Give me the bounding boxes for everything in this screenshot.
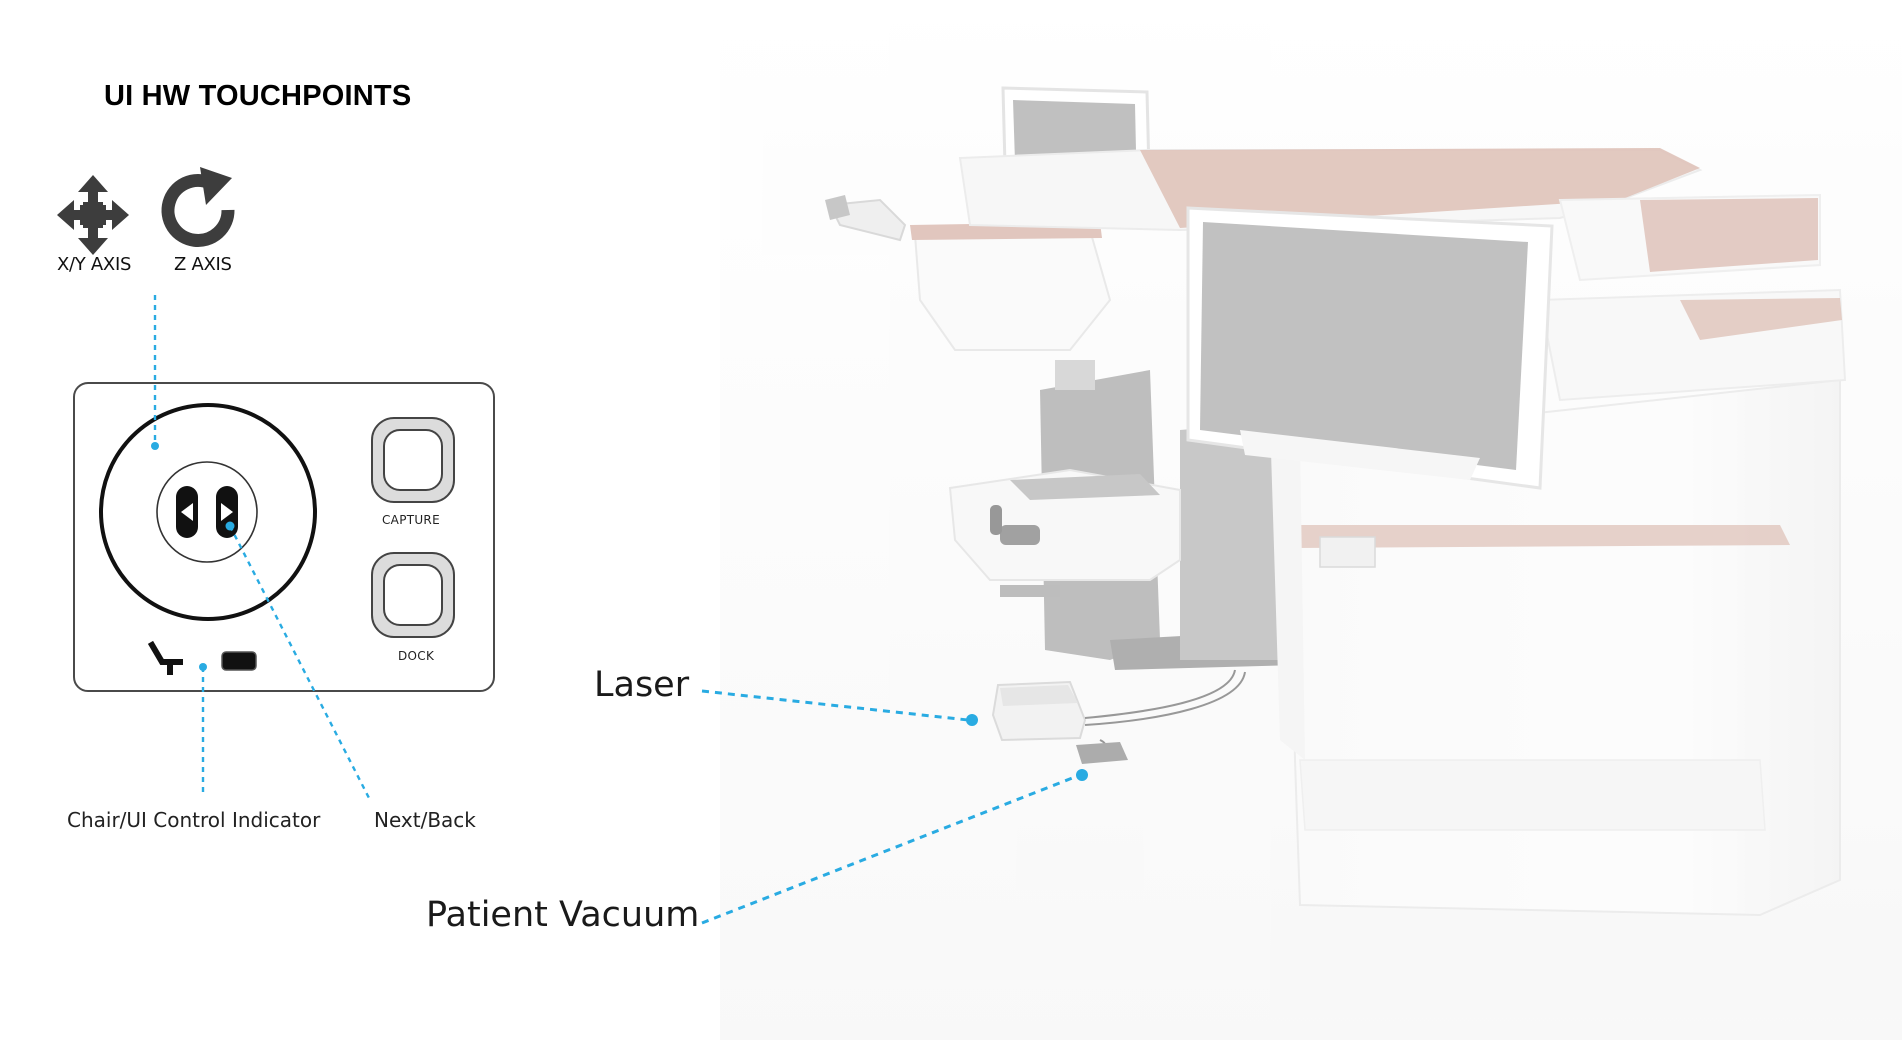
rotate-clockwise-arrow-icon xyxy=(161,167,235,247)
four-way-move-arrow-icon xyxy=(57,175,129,255)
indicator-light-icon xyxy=(221,651,257,671)
vacuum-foot-switch xyxy=(1076,742,1128,764)
joystick-console xyxy=(948,468,1181,597)
leader-lines xyxy=(153,295,1081,925)
chair-icon xyxy=(147,640,183,675)
next-arrow-icon xyxy=(221,503,233,521)
dock-button[interactable] xyxy=(371,552,455,638)
laser-foot-pedal xyxy=(991,680,1087,742)
main-cabinet xyxy=(1270,288,1847,917)
chair-ui-indicator-callout: Chair/UI Control Indicator xyxy=(67,808,321,832)
main-monitor xyxy=(1186,206,1554,490)
leader-dots xyxy=(151,442,1088,781)
next-button[interactable] xyxy=(216,486,238,538)
laser-callout: Laser xyxy=(594,665,690,705)
patient-vacuum-callout: Patient Vacuum xyxy=(426,895,700,935)
z-axis-label: Z AXIS xyxy=(174,254,232,275)
next-back-pad[interactable] xyxy=(156,461,258,563)
back-arrow-icon xyxy=(181,503,193,521)
capture-button[interactable] xyxy=(371,417,455,503)
capture-label: CAPTURE xyxy=(382,513,440,527)
next-back-callout: Next/Back xyxy=(374,808,476,832)
dock-label: DOCK xyxy=(398,649,435,663)
laser-system-illustration xyxy=(720,0,1902,1040)
page-title: UI HW TOUCHPOINTS xyxy=(104,80,412,112)
control-panel xyxy=(73,382,495,692)
back-button[interactable] xyxy=(176,486,198,538)
xy-axis-label: X/Y AXIS xyxy=(57,254,132,275)
